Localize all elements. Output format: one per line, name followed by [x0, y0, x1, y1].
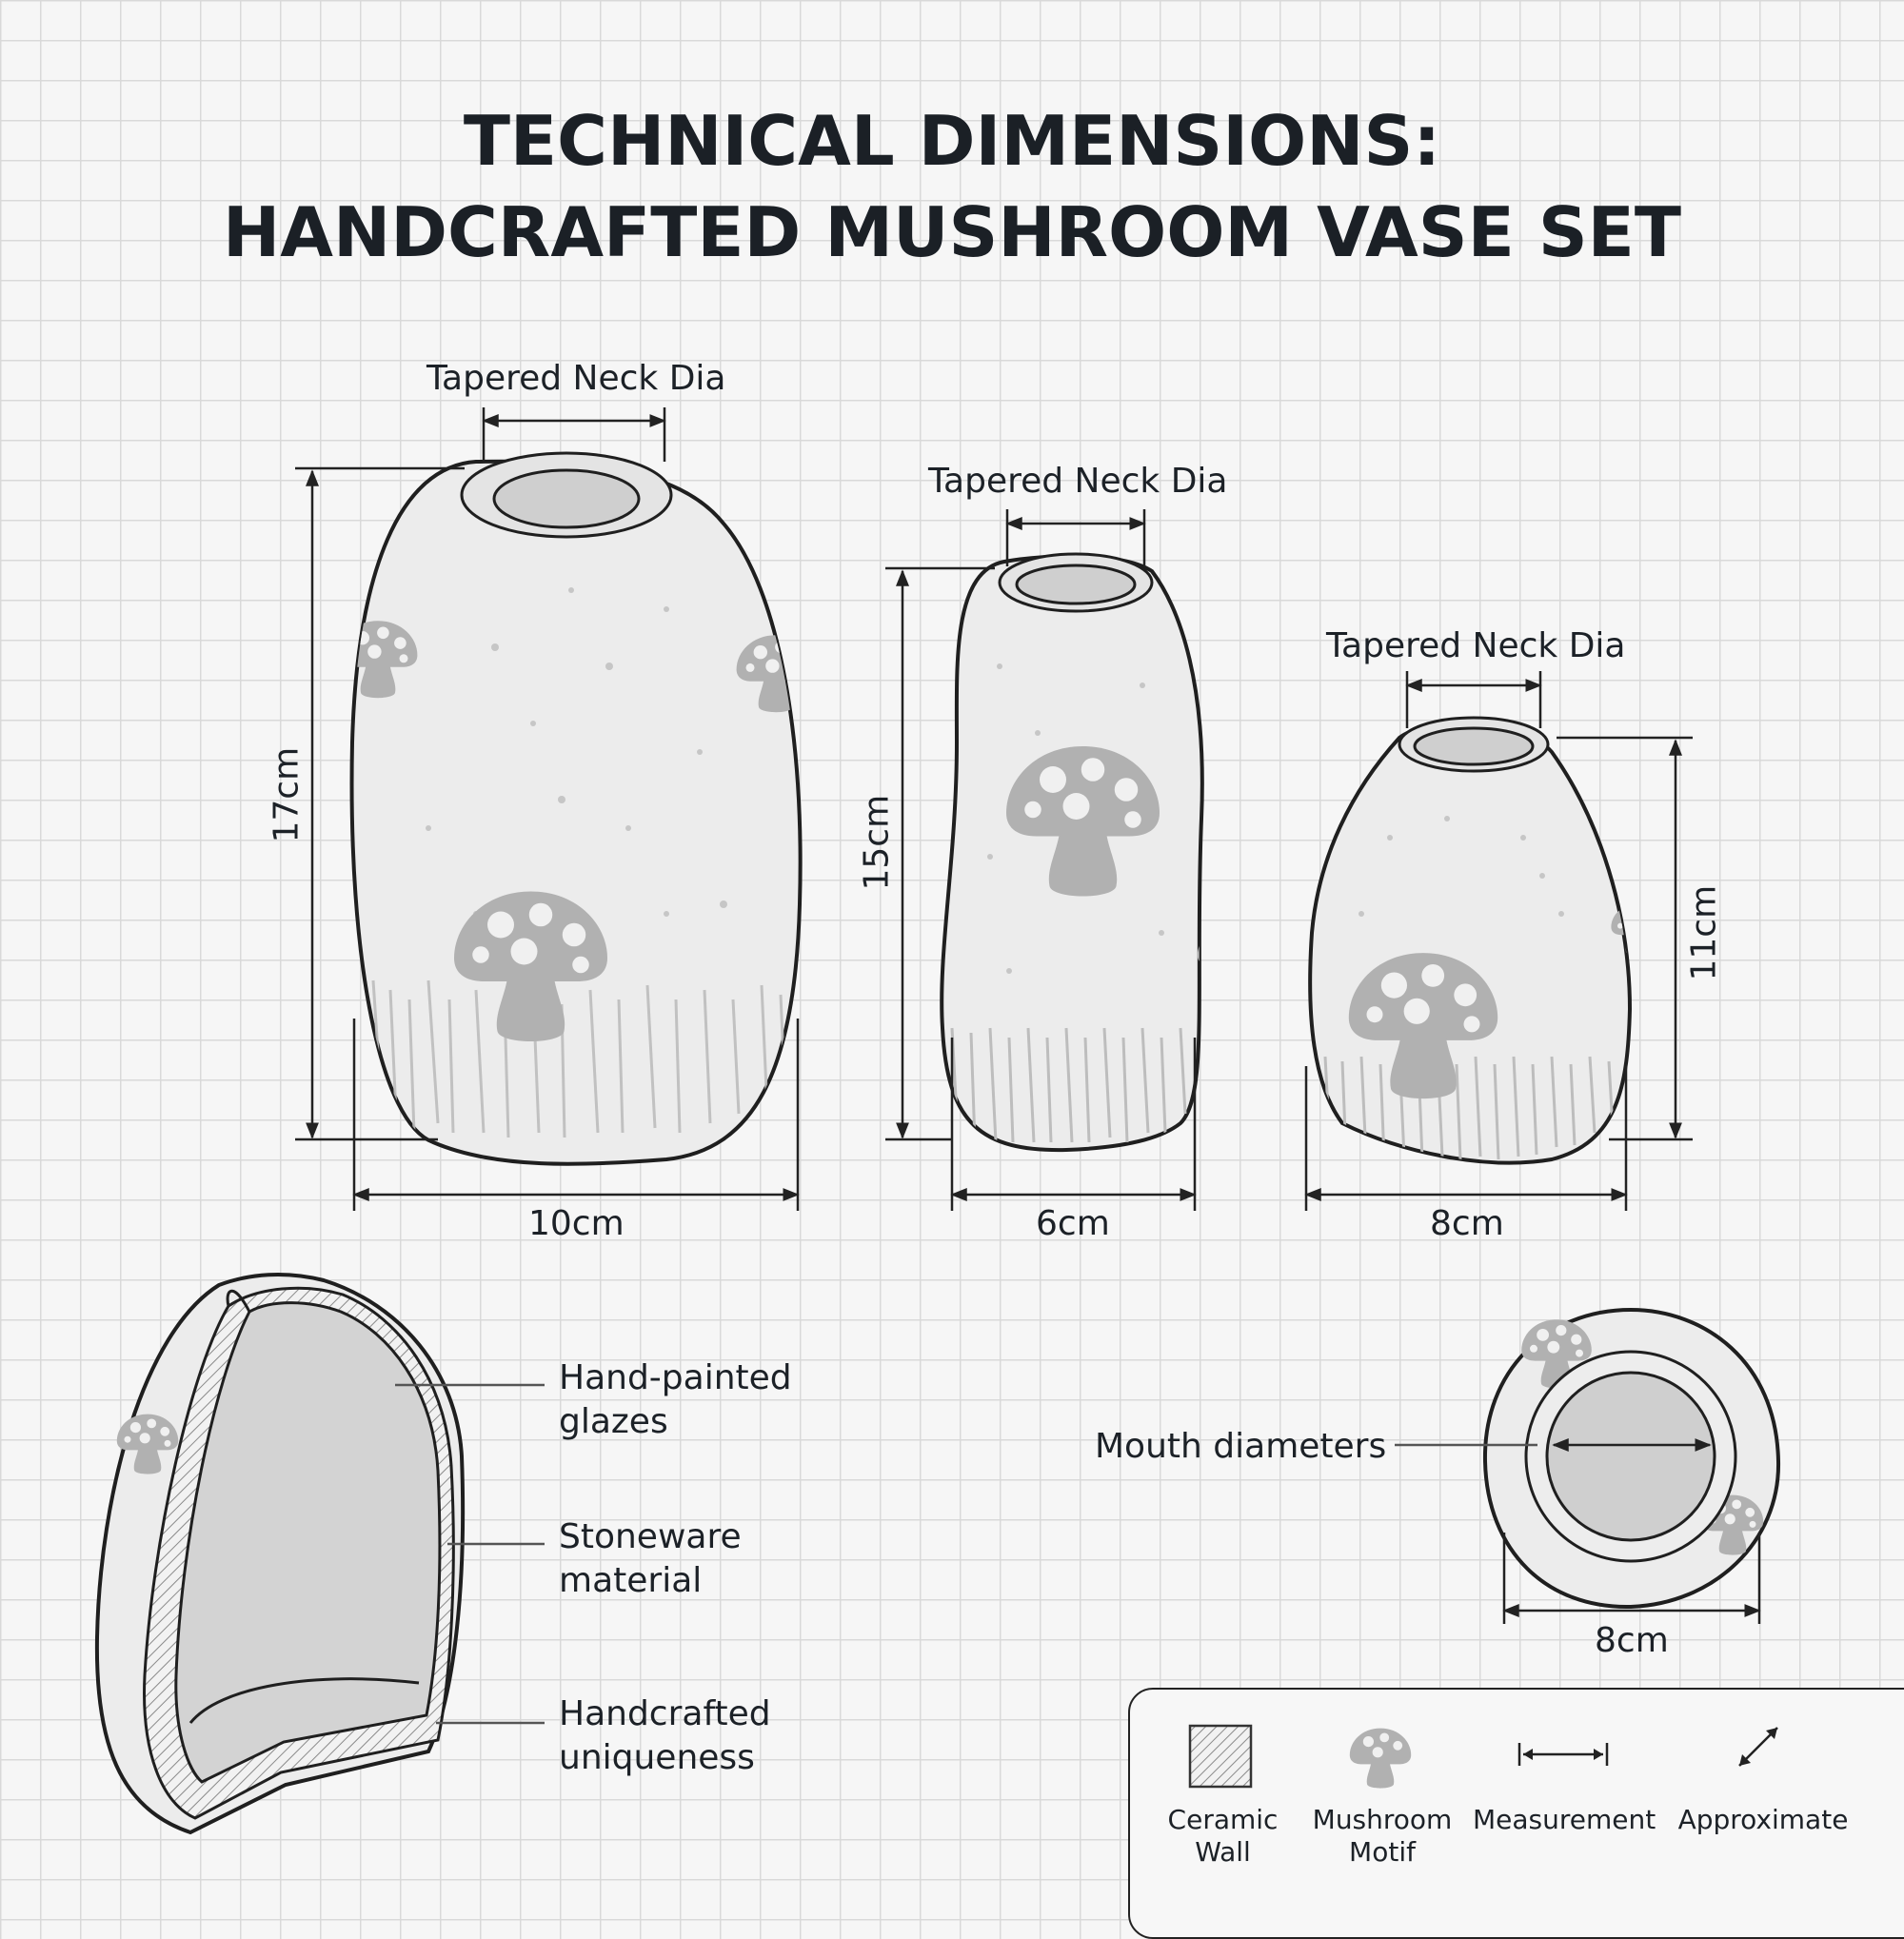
cross-section-leader-lines — [395, 1383, 545, 1725]
vase-3-dimensions — [1304, 671, 1693, 1211]
title-line-2: HANDCRAFTED MUSHROOM VASE SET — [223, 192, 1681, 272]
vase-cross-section — [94, 1273, 466, 1835]
legend-box: Ceramic Wall Mushroom Motif Measurement … — [1128, 1688, 1904, 1939]
vase-2-dimensions — [885, 509, 1197, 1211]
vase-1 — [349, 451, 803, 1166]
top-view-dimensions — [1395, 1438, 1761, 1624]
legend-mushroom-motif: Mushroom Motif — [1312, 1804, 1453, 1868]
vase-3 — [1308, 716, 1633, 1165]
vase-3-neck-label: Tapered Neck Dia — [1326, 626, 1626, 665]
hatched-square-icon — [1188, 1724, 1253, 1789]
legend-ceramic-wall: Ceramic Wall — [1167, 1804, 1279, 1868]
title-line-1: TECHNICAL DIMENSIONS: — [463, 101, 1441, 181]
mouth-diameters-label: Mouth diameters — [1095, 1427, 1387, 1466]
vase-top-view — [1482, 1307, 1781, 1610]
callout-stoneware-material: Stoneware material — [559, 1517, 742, 1600]
double-arrow-icon — [1517, 1743, 1609, 1766]
vase-1-height: 17cm — [267, 746, 307, 843]
vase-1-dimensions — [295, 407, 800, 1211]
vase-1-width: 10cm — [528, 1204, 625, 1243]
page-title: TECHNICAL DIMENSIONS: HANDCRAFTED MUSHRO… — [0, 95, 1904, 278]
top-view-diameter: 8cm — [1595, 1621, 1669, 1660]
callout-hand-painted-glazes: Hand-painted glazes — [559, 1358, 792, 1441]
vase-2-width: 6cm — [1036, 1204, 1110, 1243]
mushroom-icon — [1349, 1728, 1412, 1789]
vase-2-neck-label: Tapered Neck Dia — [928, 462, 1228, 501]
legend-approximate: Approximate — [1677, 1804, 1849, 1835]
vase-1-neck-label: Tapered Neck Dia — [426, 359, 726, 398]
vase-3-width: 8cm — [1430, 1204, 1504, 1243]
legend-measurement: Measurement — [1473, 1804, 1656, 1835]
vase-3-height: 11cm — [1684, 884, 1724, 981]
vase-2 — [940, 552, 1204, 1153]
vase-2-height: 15cm — [857, 794, 897, 891]
diagonal-arrow-icon — [1738, 1727, 1778, 1767]
callout-handcrafted-uniqueness: Handcrafted uniqueness — [559, 1694, 771, 1777]
